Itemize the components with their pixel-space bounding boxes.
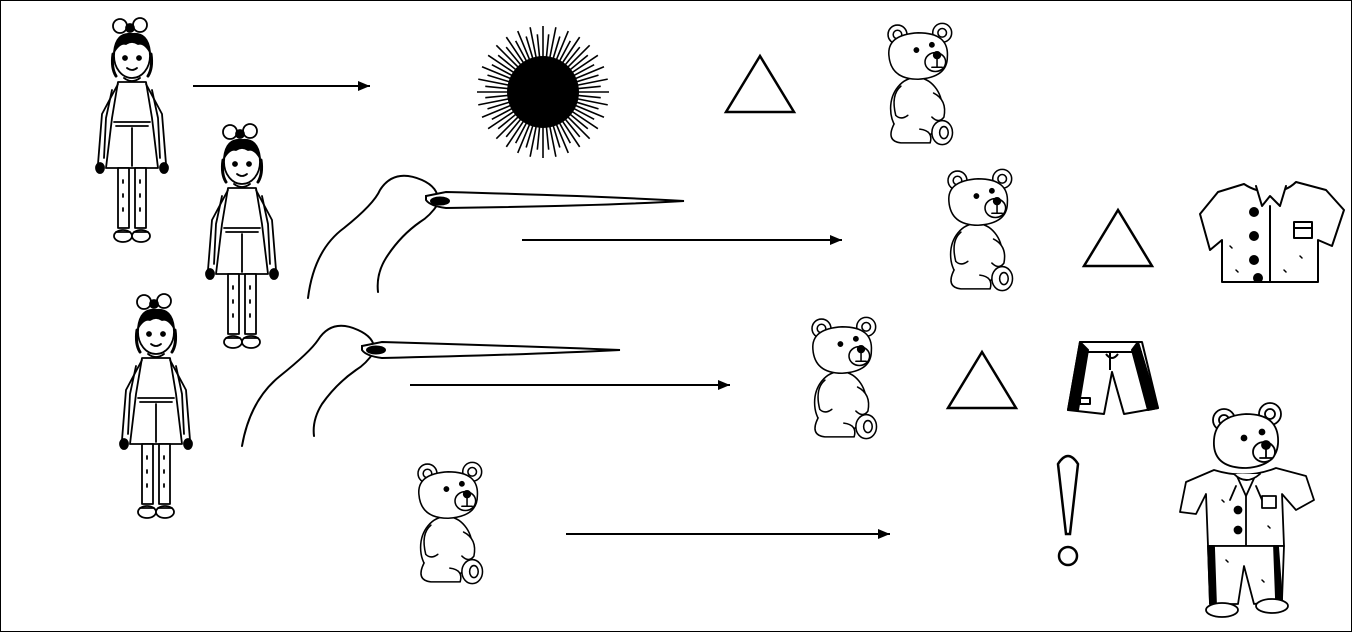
exclamation-icon [1056, 454, 1080, 567]
shirt-icon [1199, 181, 1345, 283]
teddy-bear-icon [417, 461, 484, 585]
triangle-icon [724, 54, 796, 114]
girl-icon [204, 122, 280, 350]
shorts-icon [1067, 341, 1159, 415]
teddy-bear-icon [811, 316, 878, 440]
girl-icon [118, 292, 194, 520]
needle-thread-icon [307, 174, 685, 299]
triangle-icon [1082, 208, 1154, 268]
teddy-bear-icon [887, 22, 954, 146]
sun-icon [477, 26, 609, 158]
teddy-bear-icon [947, 168, 1014, 292]
needle-thread-icon [241, 324, 621, 447]
dressed-bear-icon [1179, 402, 1315, 618]
triangle-icon [946, 350, 1018, 410]
girl-icon [94, 16, 170, 244]
